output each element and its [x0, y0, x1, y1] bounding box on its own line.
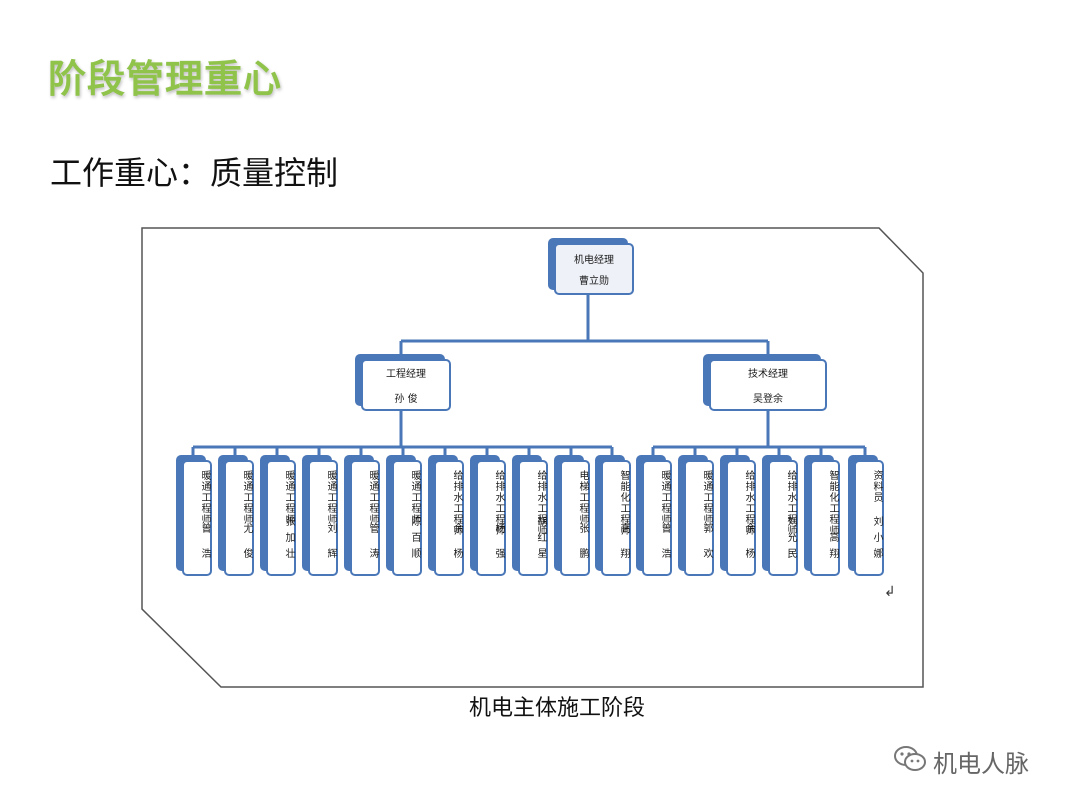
staff-box: 给排水工程师 刘允民	[768, 460, 798, 576]
technical-manager-role: 技术经理	[748, 369, 788, 380]
staff-box: 暖通工程师 尤 俊	[224, 460, 254, 576]
diagram-caption: 机电主体施工阶段	[468, 696, 645, 721]
staff-name: 陈百顺	[409, 516, 420, 564]
staff-name: 胡红星	[535, 516, 546, 564]
staff-role: 给排水工程师	[535, 470, 546, 536]
staff-role: 智能化工程师	[618, 470, 629, 536]
mep-manager-name: 曹立勋	[579, 276, 609, 287]
watermark: 机电人脉	[893, 744, 1029, 779]
wechat-icon	[893, 745, 927, 779]
frame-border	[141, 227, 924, 688]
staff-box: 智能化工程师 高 翔	[601, 460, 631, 576]
staff-role: 给排水工程师	[451, 470, 462, 536]
technical-manager-name: 吴登余	[753, 394, 783, 405]
staff-name: 曾 浩	[199, 522, 210, 564]
staff-name: 管 涛	[367, 522, 378, 564]
staff-name: 高 翔	[618, 522, 629, 564]
staff-name: 郭 欢	[701, 522, 712, 564]
staff-name: 刘 辉	[325, 522, 336, 564]
staff-role: 暖通工程师	[367, 470, 378, 525]
connector-lines	[191, 295, 867, 460]
staff-name: 高翔	[827, 532, 838, 564]
staff-role: 资料员	[871, 470, 882, 503]
staff-role: 暖通工程师	[701, 470, 712, 525]
staff-box: 智能化工程师 高翔	[810, 460, 840, 576]
slide-title: 阶段管理重心	[48, 57, 283, 101]
staff-box: 资料员 刘小娜	[854, 460, 884, 576]
staff-box: 给排水工程师 余 杨	[726, 460, 756, 576]
subtitle: 工作重心：质量控制	[50, 154, 339, 192]
staff-role: 给排水工程师	[785, 470, 796, 536]
staff-role: 给排水工程师	[743, 470, 754, 536]
staff-box: 给排水工程师 余 杨	[434, 460, 464, 576]
staff-name: 杨 强	[493, 522, 504, 564]
staff-box: 给排水工程师 杨 强	[476, 460, 506, 576]
org-chart-frame: 机电经理 曹立勋 工程经理 孙 俊 技术经理 吴登余 暖通工程师 曾 浩 暖通工…	[141, 225, 926, 690]
staff-role: 给排水工程师	[493, 470, 504, 536]
technical-manager-box: 技术经理 吴登余	[709, 359, 827, 411]
staff-name: 曾 浩	[659, 522, 670, 564]
staff-box: 暖通工程师 郭 欢	[684, 460, 714, 576]
staff-name: 张加壮	[283, 516, 294, 564]
staff-role: 暖通工程师	[325, 470, 336, 525]
staff-box: 暖通工程师 曾 浩	[642, 460, 672, 576]
staff-name: 刘允民	[785, 516, 796, 564]
staff-name: 张 鹏	[577, 522, 588, 564]
staff-role: 暖通工程师	[241, 470, 252, 525]
text-cursor-icon: ↲	[884, 584, 896, 600]
staff-box: 暖通工程师 张加壮	[266, 460, 296, 576]
watermark-text: 机电人脉	[933, 750, 1029, 778]
engineering-manager-name: 孙 俊	[394, 394, 418, 405]
staff-box: 电梯工程师 张 鹏	[560, 460, 590, 576]
staff-role: 暖通工程师	[283, 470, 294, 525]
staff-role: 暖通工程师	[659, 470, 670, 525]
staff-name: 余 杨	[451, 522, 462, 564]
staff-name: 余 杨	[743, 522, 754, 564]
staff-role: 暖通工程师	[199, 470, 210, 525]
staff-name: 刘小娜	[871, 516, 882, 564]
staff-role: 电梯工程师	[577, 470, 588, 525]
staff-box: 给排水工程师 胡红星	[518, 460, 548, 576]
staff-box: 暖通工程师 陈百顺	[392, 460, 422, 576]
mep-manager-role: 机电经理	[574, 255, 614, 266]
staff-box: 暖通工程师 管 涛	[350, 460, 380, 576]
staff-role: 暖通工程师	[409, 470, 420, 525]
engineering-manager-role: 工程经理	[386, 369, 426, 380]
engineering-manager-box: 工程经理 孙 俊	[361, 359, 451, 411]
mep-manager-box: 机电经理 曹立勋	[554, 243, 634, 295]
staff-name: 尤 俊	[241, 522, 252, 564]
staff-role: 智能化工程师	[827, 470, 838, 536]
staff-box: 暖通工程师 曾 浩	[182, 460, 212, 576]
staff-box: 暖通工程师 刘 辉	[308, 460, 338, 576]
